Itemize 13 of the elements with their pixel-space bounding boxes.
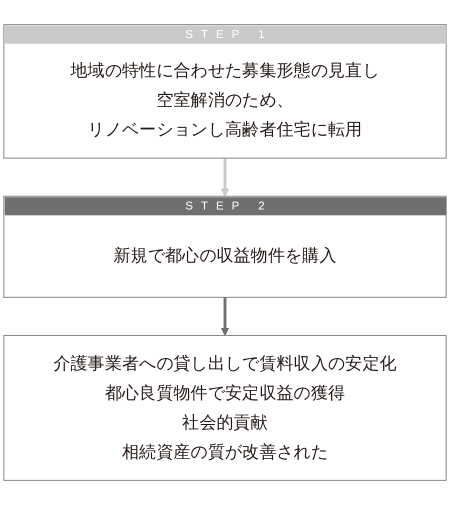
step-header: STEP 2 [4, 196, 446, 215]
step-text: 地域の特性に合わせた募集形態の見直し [70, 60, 380, 82]
step-text: 空室解消のため、リノベーションし高齢者住宅に転用 [86, 89, 364, 142]
result-text: 介護事業者への貸し出しで賃料収入の安定化 [52, 352, 398, 375]
arrow [220, 297, 230, 336]
result-text: 都心良質物件で安定収益の獲得 [104, 382, 346, 404]
result-text: 相続資産の質が改善された [121, 441, 329, 464]
result-text: 社会的貢献 [181, 412, 269, 434]
step-box [3, 196, 447, 298]
step-text: 新規で都心の収益物件を購入 [112, 244, 338, 267]
arrow [220, 158, 230, 197]
result-box [3, 334, 447, 481]
step-box [3, 24, 447, 159]
